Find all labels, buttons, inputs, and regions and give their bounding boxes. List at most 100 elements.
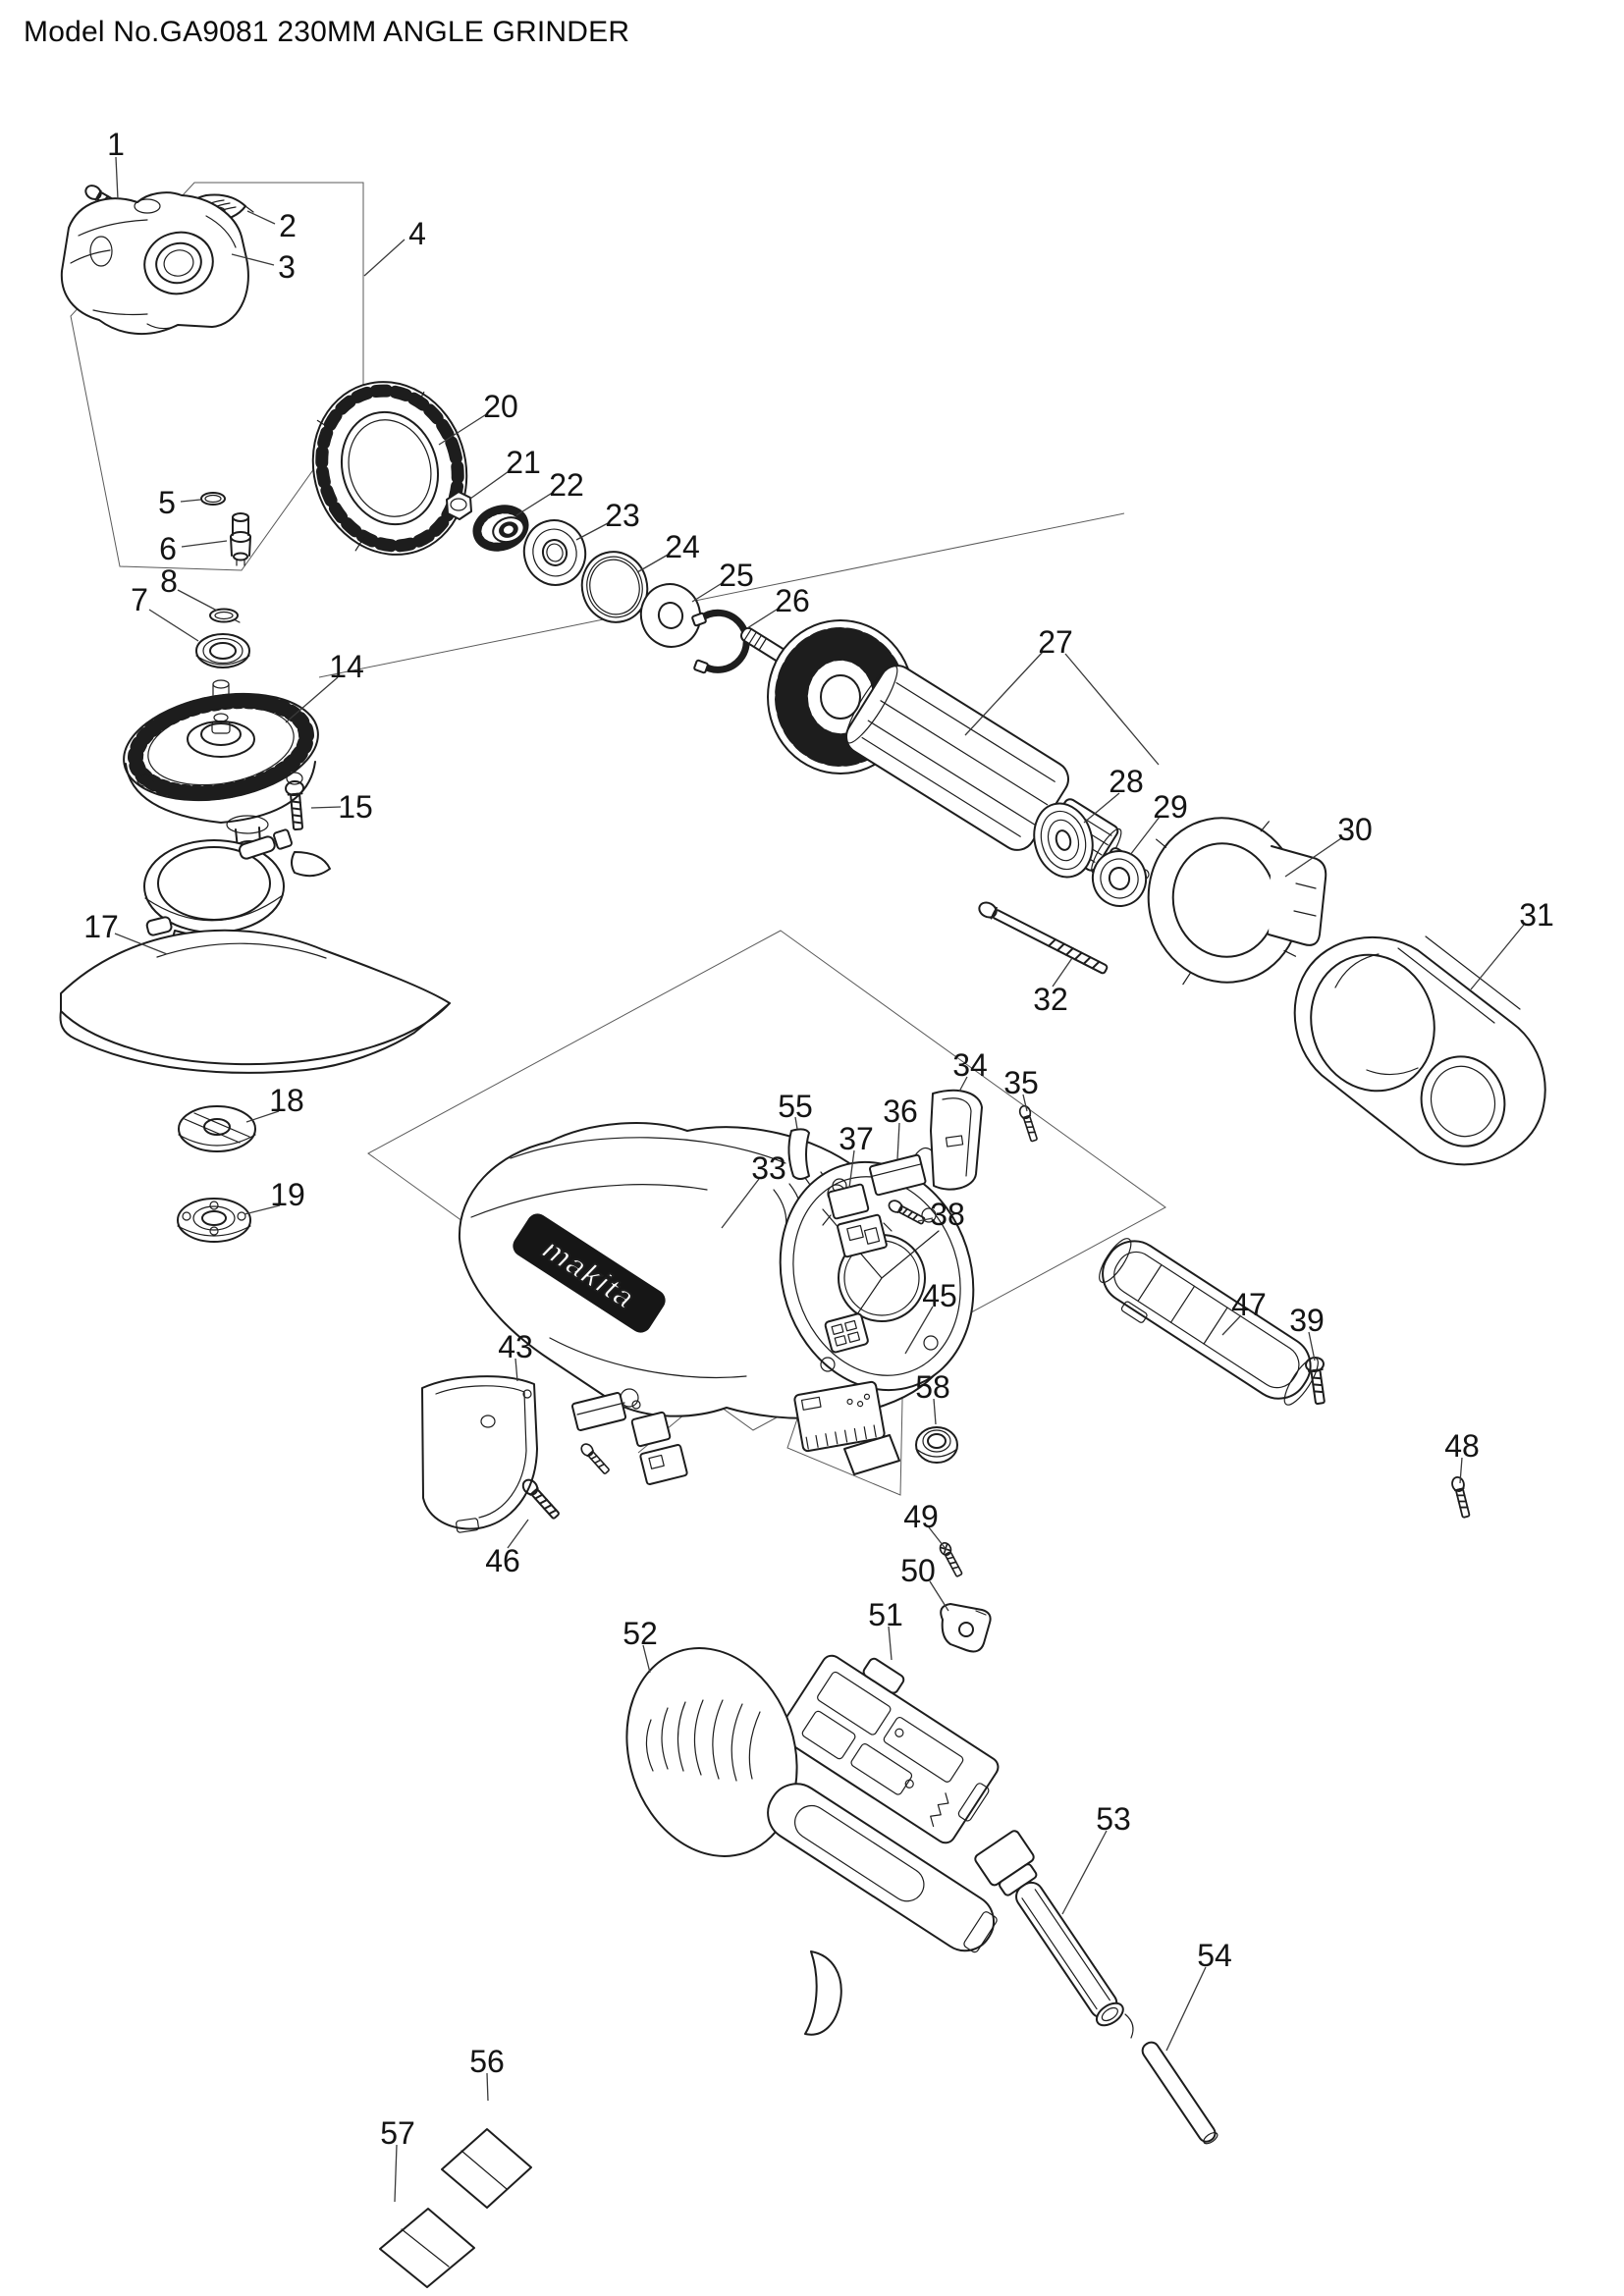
part-number-label-58: 58	[915, 1369, 950, 1405]
part-29-ball-bearing	[1091, 850, 1148, 907]
part-26-retaining-ring	[691, 609, 750, 674]
leader-line-part-26	[746, 607, 781, 629]
leader-line-part-50	[929, 1580, 949, 1612]
part-number-label-2: 2	[279, 208, 297, 243]
part-number-label-20: 20	[483, 389, 518, 424]
part-58-grommet	[915, 1426, 958, 1464]
leader-line-part-17	[114, 933, 168, 955]
part-number-label-27: 27	[1038, 624, 1073, 660]
leader-line-part-38	[917, 1217, 934, 1222]
leader-line-part-33	[721, 1178, 760, 1229]
part-number-label-54: 54	[1197, 1938, 1232, 1973]
part-36-carbon-brush	[869, 1147, 934, 1197]
part-38-screw	[888, 1200, 926, 1225]
part-18-inner-flange	[178, 1105, 256, 1152]
part-52-handle-half	[625, 1647, 998, 2036]
leader-line-part-31	[1470, 924, 1525, 990]
part-number-label-31: 31	[1519, 897, 1554, 933]
part-number-label-47: 47	[1231, 1287, 1267, 1322]
part-50-cord-clip	[940, 1603, 992, 1653]
part-number-label-39: 39	[1289, 1303, 1325, 1338]
part-number-label-1: 1	[107, 127, 125, 162]
part-number-label-8: 8	[160, 563, 178, 599]
leader-line-part-4	[363, 239, 406, 277]
leader-line-part-1	[115, 156, 119, 200]
leader-line-part-47	[1221, 1314, 1242, 1336]
leader-line-part-27	[964, 651, 1044, 736]
leader-line-part-53	[1061, 1830, 1108, 1915]
part-number-label-51: 51	[868, 1597, 903, 1632]
leader-line-part-57	[394, 2144, 398, 2203]
page-title: Model No.GA9081 230MM ANGLE GRINDER	[24, 16, 630, 48]
part-22-bevel-gear	[472, 505, 529, 552]
leader-line-part-7	[148, 609, 199, 642]
part-54-cord-sleeve	[1124, 2013, 1218, 2145]
part-number-label-37: 37	[839, 1121, 874, 1156]
part-14-bearing-box-assembly	[123, 679, 319, 866]
leader-line-part-29	[1129, 816, 1161, 856]
part-number-label-56: 56	[469, 2044, 505, 2079]
part-31-field-stator	[1293, 935, 1546, 1166]
part-number-label-29: 29	[1153, 789, 1188, 825]
part-6-pin	[230, 512, 251, 566]
leader-line-part-58	[933, 1398, 937, 1425]
leader-line-part-20	[438, 412, 489, 446]
part-number-label-15: 15	[338, 789, 373, 825]
part-15-screw	[285, 779, 304, 831]
leader-line-part-22	[515, 491, 555, 516]
leader-line-part-5	[180, 499, 201, 503]
leader-line-part-37	[848, 1149, 855, 1189]
part-number-label-6: 6	[159, 531, 177, 566]
part-number-label-36: 36	[883, 1094, 918, 1129]
part-45-controller-kit	[793, 1312, 900, 1475]
part-48-screw	[1451, 1475, 1471, 1519]
part-56-label	[441, 2128, 532, 2209]
part-number-label-26: 26	[775, 583, 810, 618]
leader-line-part-43	[514, 1358, 518, 1382]
part-number-label-23: 23	[605, 498, 640, 533]
part-37-brush-holder	[822, 1183, 893, 1258]
part-number-label-45: 45	[922, 1278, 957, 1313]
part-number-label-7: 7	[131, 582, 148, 617]
part-7-ball-bearing	[195, 633, 250, 668]
leader-line-part-6	[181, 540, 228, 548]
part-8-retaining-ring	[209, 608, 241, 623]
part-number-label-25: 25	[719, 558, 754, 593]
leader-line-part-45	[904, 1306, 934, 1355]
part-number-label-5: 5	[158, 485, 176, 520]
part-35-screw	[1018, 1104, 1038, 1143]
part-20-baffle-ring	[311, 381, 468, 556]
leader-line-part-30	[1284, 837, 1342, 878]
part-32-long-bolt	[978, 901, 1109, 975]
leader-line-part-54	[1165, 1966, 1207, 2052]
labels-layer: 1234568714151718192021222324252627282930…	[83, 127, 1554, 2203]
part-53-cord-guard	[974, 1830, 1124, 2027]
part-number-label-34: 34	[952, 1047, 988, 1083]
part-47-handle-cover	[1099, 1238, 1319, 1406]
leader-line-part-27	[1064, 653, 1160, 766]
part-number-label-50: 50	[900, 1553, 936, 1588]
part-number-label-30: 30	[1337, 812, 1373, 847]
part-number-label-49: 49	[903, 1499, 939, 1534]
leader-line-part-51	[888, 1626, 893, 1661]
leader-line-part-28	[1083, 792, 1120, 824]
part-19-lock-nut	[177, 1198, 251, 1243]
part-number-label-48: 48	[1444, 1428, 1480, 1464]
leader-line-part-56	[486, 2072, 489, 2102]
leader-line-part-52	[642, 1644, 651, 1674]
leader-line-part-48	[1459, 1457, 1463, 1484]
part-57-name-label	[379, 2208, 475, 2288]
part-46-screw	[521, 1478, 560, 1520]
part-51-switch-assembly	[778, 1654, 1000, 1844]
part-17-wheel-guard	[59, 828, 451, 1074]
part-number-label-19: 19	[270, 1177, 305, 1212]
part-5-o-ring	[200, 492, 226, 506]
leader-line-part-15	[310, 806, 342, 809]
leader-line-part-24	[636, 553, 671, 573]
part-number-label-22: 22	[549, 467, 584, 503]
part-30-bearing-retainer	[1147, 817, 1327, 986]
leader-line-part-8	[177, 589, 218, 612]
leader-line-part-23	[575, 521, 611, 541]
part-number-label-17: 17	[83, 909, 119, 944]
